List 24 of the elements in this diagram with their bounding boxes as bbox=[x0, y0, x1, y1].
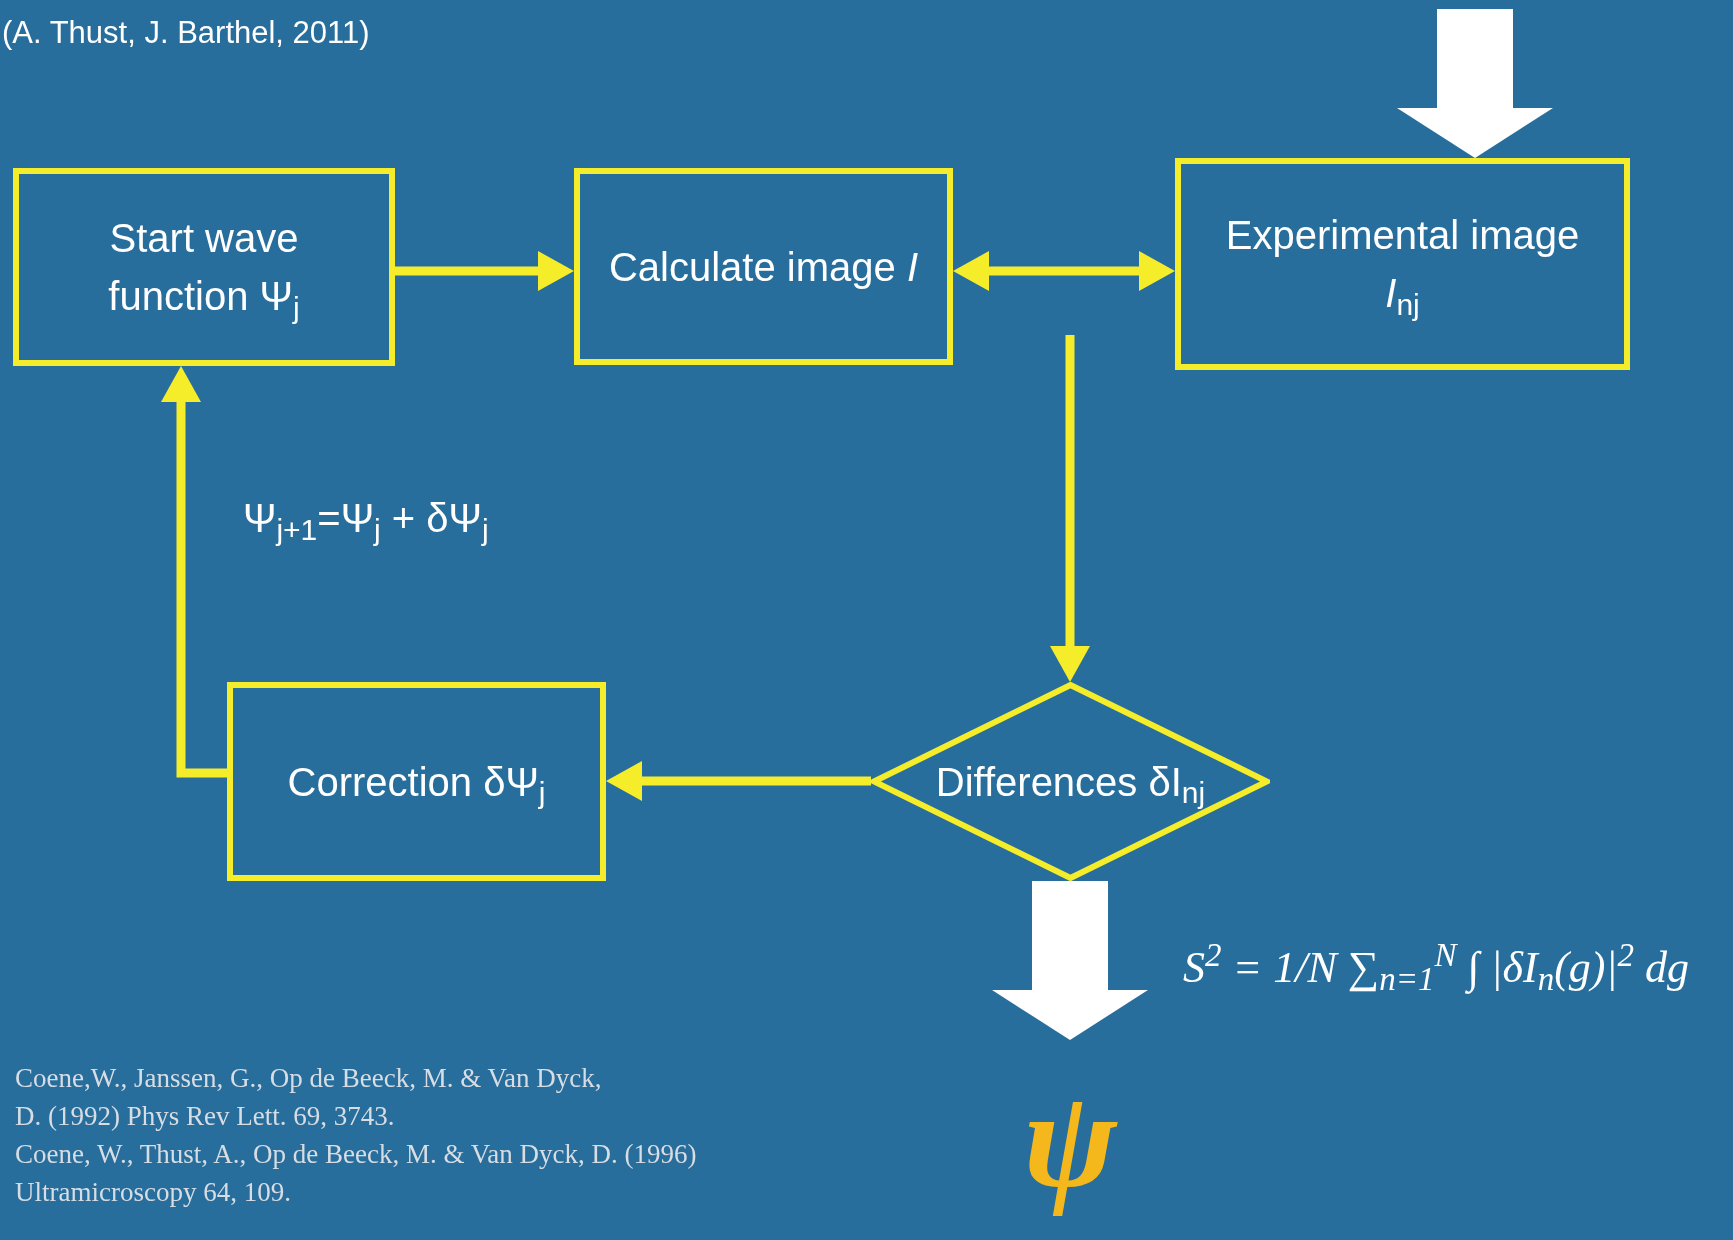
node-label: I$_{nj}$ bbox=[1385, 270, 1420, 322]
decision-diamond bbox=[871, 682, 1270, 881]
arrow bbox=[395, 251, 574, 291]
citation: (A. Thust, J. Barthel, 2011) bbox=[2, 14, 371, 52]
error-formula: S$^{2}$ = 1/N ∑$_{n=1}$$^{N}$ ∫ |δI$_{n}$(g)|$^{2}$ dg bbox=[1183, 935, 1691, 1000]
node-label: Experimental image bbox=[1225, 212, 1580, 259]
arrow bbox=[953, 251, 1175, 291]
arrow bbox=[1050, 335, 1090, 682]
process-box bbox=[13, 168, 395, 366]
arrow bbox=[161, 366, 227, 778]
process-box bbox=[227, 682, 606, 881]
node-label: Calculate image I bbox=[608, 243, 919, 291]
update-formula: Ψ$_{j+1}$=Ψ$_{j}$ + δΨ$_{j}$ bbox=[243, 495, 490, 548]
node-label: Correction δΨ$_{j}$ bbox=[287, 758, 546, 811]
block-arrow bbox=[1397, 9, 1553, 158]
arrow bbox=[606, 761, 871, 801]
node-label: Differences δI$_{nj}$ bbox=[935, 758, 1206, 808]
process-box bbox=[1175, 158, 1630, 370]
process-box bbox=[574, 168, 953, 365]
node-label: Start wave function Ψ$_{j}$ bbox=[107, 215, 301, 325]
reference: Coene,W., Janssen, G., Op de Beeck, M. & Van Dyck, D. (1992) Phys Rev Lett. 69, 3743. bbox=[15, 1062, 603, 1133]
psi-symbol: ψ bbox=[1023, 1060, 1117, 1218]
block-arrow bbox=[992, 881, 1148, 1040]
reference: Coene, W., Thust, A., Op de Beeck, M. & Van Dyck, D. (1996) Ultramicroscopy 64, 109. bbox=[15, 1138, 698, 1209]
